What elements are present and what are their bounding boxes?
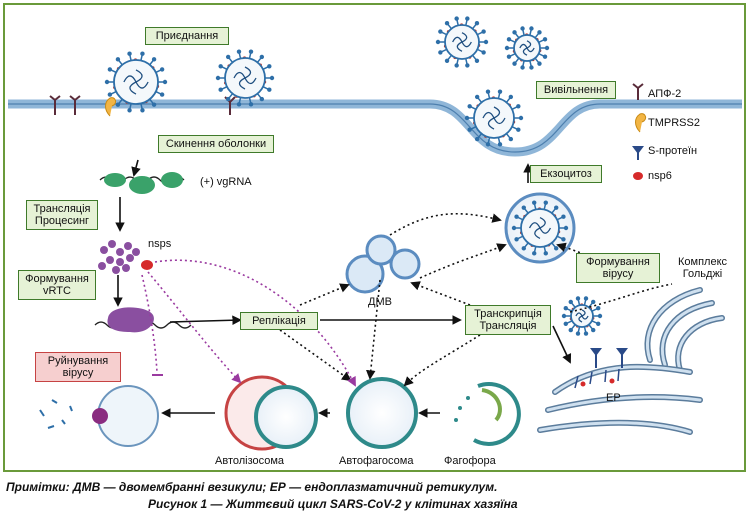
step-uncoat: Скинення оболонки bbox=[158, 135, 274, 153]
label-golgi: Комплекс Гольджі bbox=[678, 256, 727, 280]
label-vgrna: (+) vgRNA bbox=[200, 176, 252, 188]
nsp-dot bbox=[116, 248, 124, 256]
phagophore bbox=[454, 382, 521, 446]
autophagosome bbox=[346, 377, 418, 449]
legend-nsp6: nsp6 bbox=[648, 170, 672, 182]
step-attach: Приєднання bbox=[145, 27, 229, 45]
label-autophagosome: Автофагосома bbox=[339, 455, 414, 467]
virus-particle bbox=[511, 200, 569, 256]
virus-particle bbox=[435, 16, 489, 68]
step-destroy-line1: Руйнування bbox=[47, 355, 109, 367]
nsp-dot bbox=[126, 254, 134, 262]
nsp-dot bbox=[122, 264, 130, 272]
ace2-legend-icon bbox=[632, 83, 644, 100]
nsp-dot bbox=[112, 266, 120, 274]
dmv-vesicles bbox=[345, 234, 421, 294]
notes: Примітки: ДМВ — двомембранні везикули; Е… bbox=[6, 480, 498, 494]
virus-particle bbox=[215, 49, 275, 107]
step-release: Вивільнення bbox=[536, 81, 616, 99]
step-translate: Трансляція Процесинг bbox=[26, 200, 98, 230]
cell-membrane bbox=[8, 99, 742, 157]
step-virus-form: Формування вірусу bbox=[576, 253, 660, 283]
step-rtc-line1: Формування bbox=[25, 273, 89, 285]
lysosome-degraded bbox=[39, 385, 159, 447]
legend-spike: S-протеїн bbox=[648, 145, 698, 157]
tmprss2-legend-icon bbox=[635, 113, 647, 133]
virus-particle bbox=[504, 26, 550, 70]
virus-particle bbox=[464, 89, 524, 147]
step-transcribe: Транскрипція Трансляція bbox=[465, 305, 551, 335]
step-destroy: Руйнування вірусу bbox=[35, 352, 121, 382]
step-exocytosis: Екзоцитоз bbox=[530, 165, 602, 183]
autolysosome bbox=[224, 375, 318, 451]
nsp-dot bbox=[106, 256, 114, 264]
nsp-dot bbox=[98, 262, 106, 270]
nsps-cluster bbox=[98, 240, 140, 274]
step-replicate: Реплікація bbox=[240, 312, 318, 330]
label-autolysosome: Автолізосома bbox=[215, 455, 285, 467]
label-nsps: nsps bbox=[148, 238, 172, 250]
dotted-flow-arrows bbox=[279, 212, 673, 387]
endoplasmic-reticulum-inner bbox=[538, 365, 702, 434]
label-er: ЕР bbox=[606, 392, 621, 404]
nsp6-legend-icon bbox=[633, 172, 643, 180]
nsp-dot bbox=[100, 246, 108, 254]
figure-caption: Рисунок 1 — Життєвий цикл SARS-CoV-2 у к… bbox=[148, 497, 518, 511]
nsp-dot bbox=[132, 248, 140, 256]
nsp6-dot bbox=[141, 260, 153, 270]
virus-particle bbox=[104, 51, 168, 113]
nsp-dot bbox=[108, 240, 116, 248]
step-transcribe-line2: Трансляція bbox=[479, 320, 537, 332]
nsp-dot bbox=[124, 242, 132, 250]
ace2-receptors bbox=[49, 95, 236, 115]
label-golgi-line1: Комплекс bbox=[678, 256, 728, 268]
golgi-complex-inner bbox=[645, 288, 724, 372]
step-destroy-line2: вірусу bbox=[62, 367, 94, 379]
nsp6-arrows bbox=[141, 259, 356, 387]
spike-legend-icon bbox=[632, 146, 644, 160]
step-translate-line1: Трансляція bbox=[33, 203, 91, 215]
legend-ace2: АПФ-2 bbox=[648, 88, 682, 100]
label-dmv: ДМВ bbox=[368, 296, 392, 308]
label-phagophore: Фагофора bbox=[444, 455, 496, 467]
virus-particle bbox=[561, 296, 603, 336]
virus-particles bbox=[104, 16, 603, 445]
step-rtc: Формування vRTC bbox=[18, 270, 96, 300]
step-translate-line2: Процесинг bbox=[34, 215, 90, 227]
step-rtc-line2: vRTC bbox=[43, 285, 71, 297]
nsp-dot bbox=[116, 258, 124, 266]
legend-icons bbox=[632, 83, 647, 180]
step-virus-form-line2: вірусу bbox=[602, 268, 634, 280]
vrtc-complex bbox=[94, 307, 192, 333]
er-s-protein bbox=[590, 348, 628, 368]
step-virus-form-line1: Формування bbox=[586, 256, 650, 268]
label-golgi-line2: Гольджі bbox=[682, 268, 723, 280]
tmprss2-on-membrane bbox=[105, 97, 117, 117]
legend-tmprss2: TMPRSS2 bbox=[648, 117, 700, 129]
solid-flow-arrows bbox=[113, 159, 572, 418]
er-spikes bbox=[574, 368, 620, 389]
step-transcribe-line1: Транскрипція bbox=[474, 308, 542, 320]
vgrna-strand bbox=[99, 172, 185, 194]
